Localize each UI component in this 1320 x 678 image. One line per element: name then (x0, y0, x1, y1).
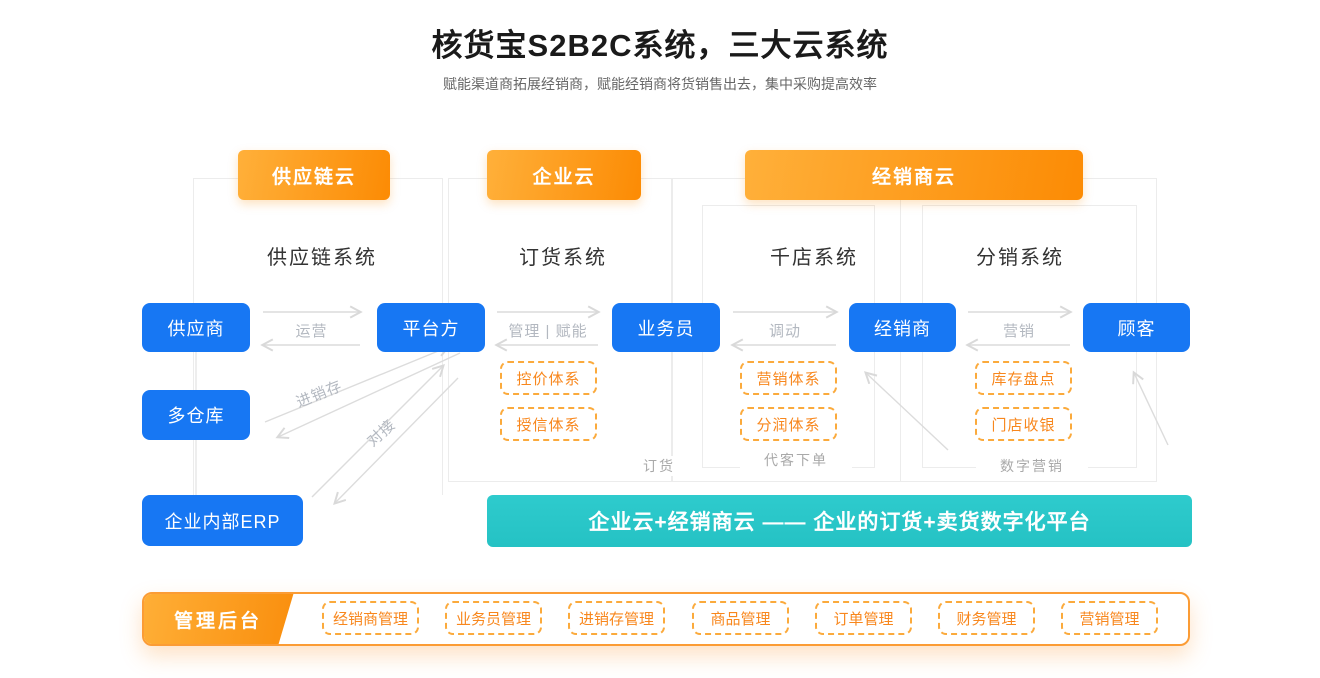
capability-profit-sharing: 分润体系 (740, 407, 837, 441)
cloud-badge-supply-chain: 供应链云 (238, 150, 390, 200)
node-multi-warehouse: 多仓库 (142, 390, 250, 440)
capability-marketing-system: 营销体系 (740, 361, 837, 395)
module-marketing-management: 营销管理 (1061, 601, 1158, 635)
module-salesman-management: 业务员管理 (445, 601, 542, 635)
flow-label-marketing: 营销 (1002, 323, 1035, 340)
cloud-badge-dealer: 经销商云 (745, 150, 1083, 200)
page-title: 核货宝S2B2C系统，三大云系统 (431, 28, 889, 63)
node-dealer: 经销商 (849, 303, 956, 352)
flow-label-dispatch: 调动 (768, 323, 801, 340)
system-title-distribution: 分销系统 (976, 247, 1064, 269)
flow-label-operation: 运营 (295, 323, 328, 340)
module-order-management: 订单管理 (815, 601, 912, 635)
module-finance-management: 财务管理 (938, 601, 1035, 635)
node-enterprise-erp: 企业内部ERP (142, 495, 303, 546)
module-dealer-management: 经销商管理 (322, 601, 419, 635)
module-inventory-management: 进销存管理 (568, 601, 665, 635)
system-title-supply-chain: 供应链系统 (267, 247, 377, 269)
capability-store-cashier: 门店收银 (975, 407, 1072, 441)
zone-label-digital-marketing: 数字营销 (976, 456, 1088, 476)
summary-banner: 企业云+经销商云 —— 企业的订货+卖货数字化平台 (487, 495, 1192, 547)
node-platform: 平台方 (377, 303, 485, 352)
page-subtitle: 赋能渠道商拓展经销商，赋能经销商将货销售出去，集中采购提高效率 (443, 76, 877, 92)
flow-label-manage-empower: 管理 | 赋能 (508, 323, 588, 340)
node-supplier: 供应商 (142, 303, 250, 352)
node-customer: 顾客 (1083, 303, 1190, 352)
capability-price-control: 控价体系 (500, 361, 597, 395)
zone-label-order-on-behalf: 代客下单 (740, 450, 852, 470)
module-product-management: 商品管理 (692, 601, 789, 635)
system-title-ordering: 订货系统 (519, 247, 607, 269)
admin-label: 管理后台 (142, 592, 294, 646)
cloud-badge-enterprise: 企业云 (487, 150, 641, 200)
capability-stock-check: 库存盘点 (975, 361, 1072, 395)
capability-credit: 授信体系 (500, 407, 597, 441)
system-title-thousand-store: 千店系统 (770, 247, 858, 269)
node-salesman: 业务员 (612, 303, 720, 352)
zone-label-ordering: 订货 (628, 456, 690, 476)
